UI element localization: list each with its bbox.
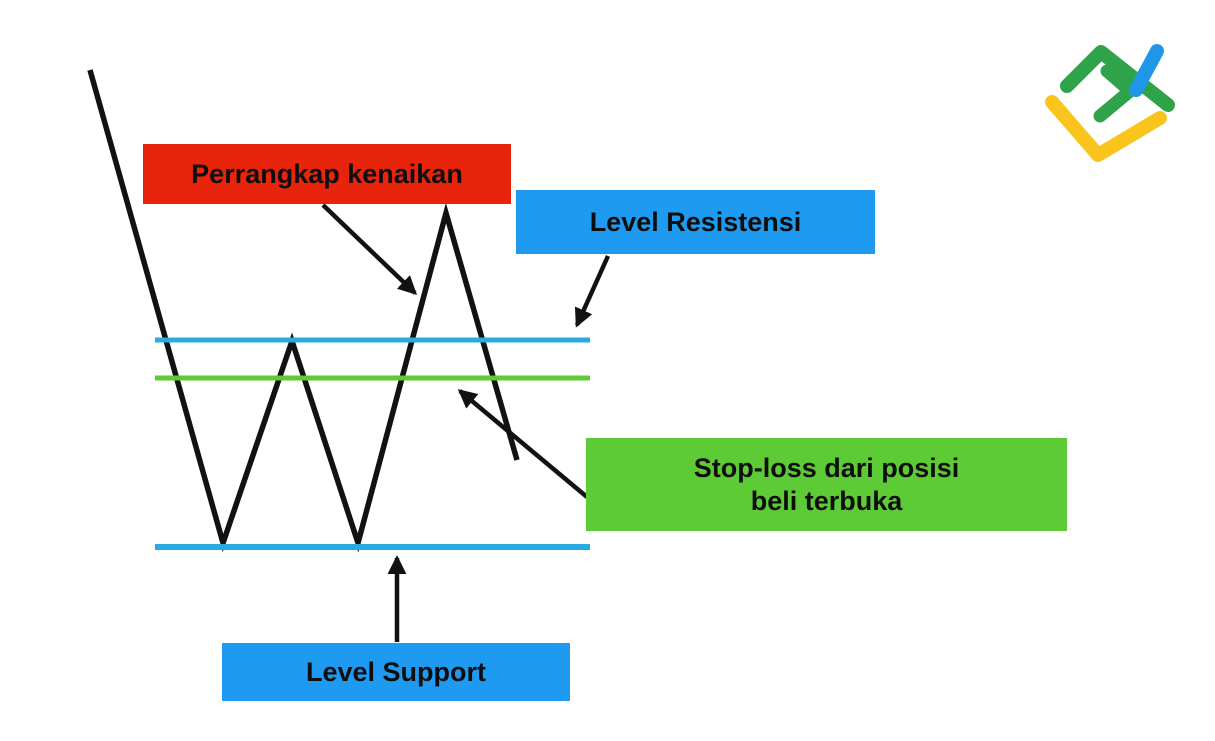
- resistance-label: Level Resistensi: [516, 190, 875, 254]
- bull-trap-arrow: [321, 203, 418, 295]
- stop-loss-arrow: [457, 389, 589, 499]
- bull-trap-label-text: Perrangkap kenaikan: [191, 158, 463, 189]
- stop-loss-label-line2: beli terbuka: [750, 485, 903, 516]
- resistance-label-text: Level Resistensi: [589, 206, 802, 237]
- bull-trap-label: Perrangkap kenaikan: [143, 144, 511, 204]
- resistance-arrow: [574, 255, 611, 328]
- stop-loss-label: Stop-loss dari posisi beli terbuka: [586, 438, 1067, 531]
- logo-yellow-check: [1045, 95, 1167, 162]
- price-line: [87, 69, 520, 553]
- support-label: Level Support: [222, 643, 570, 701]
- liteforex-logo-icon: [1045, 44, 1175, 162]
- logo-green-stroke: [1060, 45, 1175, 112]
- stop-loss-label-line1: Stop-loss dari posisi: [693, 452, 960, 483]
- logo-blue-stroke: [1129, 44, 1164, 97]
- support-label-text: Level Support: [305, 656, 487, 687]
